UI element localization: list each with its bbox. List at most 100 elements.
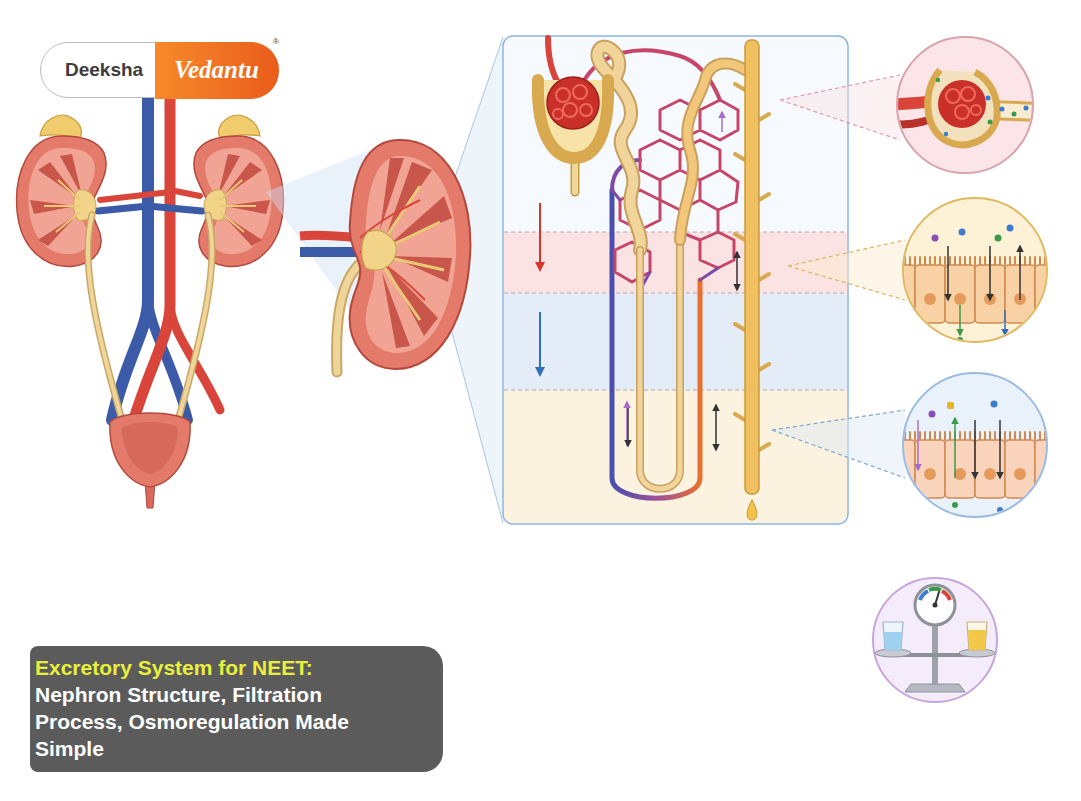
- filtration-callout-part-part: [971, 105, 981, 115]
- flow-arrows-part: [626, 402, 628, 446]
- nephron-panel: [503, 36, 848, 524]
- callout-leaders-part: [788, 240, 905, 300]
- reabsorption-callout-part: [903, 198, 1047, 342]
- secretion-callout-part-part: [947, 402, 954, 409]
- filtration-callout-part: [897, 37, 1033, 173]
- ureters: [88, 215, 212, 420]
- flow-arrows-part: [627, 408, 629, 446]
- reabsorption-callout-part-part: [947, 246, 949, 300]
- osmoregulation-balance: [873, 578, 997, 702]
- great-vessels-part: [98, 206, 202, 211]
- nephron-part: [640, 240, 680, 489]
- reabsorption-callout-part-part: [885, 257, 1065, 323]
- title-subtitle: Nephron Structure, Filtration Process, O…: [35, 681, 407, 762]
- filtration-callout-part-part: [988, 120, 993, 125]
- osmoregulation-balance-part: [883, 622, 903, 650]
- nephron-part: [553, 109, 563, 119]
- filtration-callout-part-part: [944, 132, 948, 136]
- reabsorption-callout-part-part: [1004, 310, 1006, 335]
- kidney-section-part: [362, 231, 396, 270]
- filtration-callout-part: [895, 70, 1040, 145]
- secretion-callout-part-part: [991, 401, 998, 408]
- filtration-callout-part-part: [1012, 112, 1017, 117]
- secretion-callout-part-part: [952, 502, 958, 508]
- ureters-part: [178, 215, 212, 420]
- secretion-callout-part-part: [929, 411, 936, 418]
- filtration-callout-part-part: [986, 96, 991, 101]
- nephron-part: [556, 88, 570, 102]
- ureters-part: [88, 215, 122, 420]
- registered-mark: ®: [273, 37, 279, 46]
- title-box: Excretory System for NEET:Nephron Struct…: [30, 646, 443, 772]
- reabsorption-callout-part-part: [1019, 246, 1021, 300]
- reabsorption-callout-part-part: [989, 246, 991, 300]
- flow-arrows-part: [539, 312, 541, 375]
- urinary-bladder: [110, 413, 190, 508]
- secretion-callout-part-part: [917, 420, 919, 470]
- urinary-bladder-part: [122, 422, 178, 474]
- kidneys-part: [17, 115, 107, 266]
- kidney-section-part: [350, 140, 471, 369]
- label-holder: ®: [273, 37, 279, 46]
- filtration-callout-part-part: [1000, 107, 1005, 112]
- nephron-part: [640, 240, 680, 489]
- zoom-wedge: [266, 37, 503, 523]
- osmoregulation-balance-part: [942, 591, 950, 600]
- reabsorption-callout-part-part: [932, 235, 939, 242]
- callout-leaders-part: [772, 410, 905, 478]
- nephron-zones-part: [504, 390, 847, 523]
- secretion-callout: [885, 373, 1065, 517]
- nephron-part: [680, 63, 745, 240]
- nephron-part: [563, 103, 577, 117]
- kidney-section-part: [300, 247, 360, 257]
- filtration-callout-part-part: [1024, 106, 1029, 111]
- flow-arrows-part: [715, 405, 717, 450]
- nephron-zones-part: [504, 232, 847, 390]
- filtration-callout-part-part: [938, 80, 986, 128]
- callout-leaders-part: [788, 240, 905, 300]
- filtration-callout-part-part: [961, 87, 975, 101]
- callout-leaders: [772, 75, 905, 478]
- osmoregulation-balance-part: [933, 603, 938, 608]
- filtration-callout-part-part: [928, 70, 998, 145]
- nephron-part: [547, 77, 599, 129]
- filtration-callout-part-part: [936, 78, 940, 82]
- brand-name: Vedantu: [174, 56, 259, 84]
- callout-leaders-part: [780, 75, 900, 140]
- filtration-callout: [895, 37, 1040, 173]
- reabsorption-callout-part-part: [995, 235, 1002, 242]
- kidney-section-part: [390, 196, 452, 244]
- nephron-part: [580, 104, 592, 116]
- reabsorption-callout-part-part: [959, 305, 961, 335]
- nephron-part: [745, 40, 759, 494]
- flow-arrows-part: [736, 252, 738, 290]
- reabsorption-callout-part-part: [1007, 225, 1014, 232]
- osmoregulation-balance-part: [905, 684, 965, 692]
- callout-leaders-part: [772, 410, 905, 478]
- callout-leaders-part: [780, 75, 900, 140]
- secretion-callout-part-part: [954, 418, 956, 478]
- secretion-callout-part: [903, 373, 1047, 517]
- secretion-callout-part-part: [974, 420, 976, 478]
- ureters-part: [178, 215, 212, 420]
- flow-arrows: [540, 112, 737, 450]
- urinary-bladder-part: [110, 413, 190, 487]
- nephron-zones-part: [504, 293, 847, 390]
- osmoregulation-balance-part: [929, 589, 941, 590]
- filtration-callout-part-part: [955, 105, 969, 119]
- ureters-part: [88, 215, 122, 420]
- reabsorption-callout-part-part: [959, 229, 966, 236]
- great-vessels-part: [132, 60, 170, 425]
- nephron-part: [548, 38, 560, 86]
- reabsorption-callout: [885, 198, 1065, 343]
- great-vessels-part: [112, 60, 148, 420]
- secretion-callout-part-part: [999, 420, 1001, 478]
- reabsorption-callout-part: [885, 225, 1065, 344]
- nephron-part: [573, 85, 587, 99]
- osmoregulation-balance-part: [967, 622, 987, 650]
- reabsorption-callout-part-part: [1002, 337, 1008, 343]
- secretion-callout-part: [885, 401, 1065, 514]
- kidney-section-part: [360, 200, 425, 300]
- flow-arrows-part: [539, 203, 541, 270]
